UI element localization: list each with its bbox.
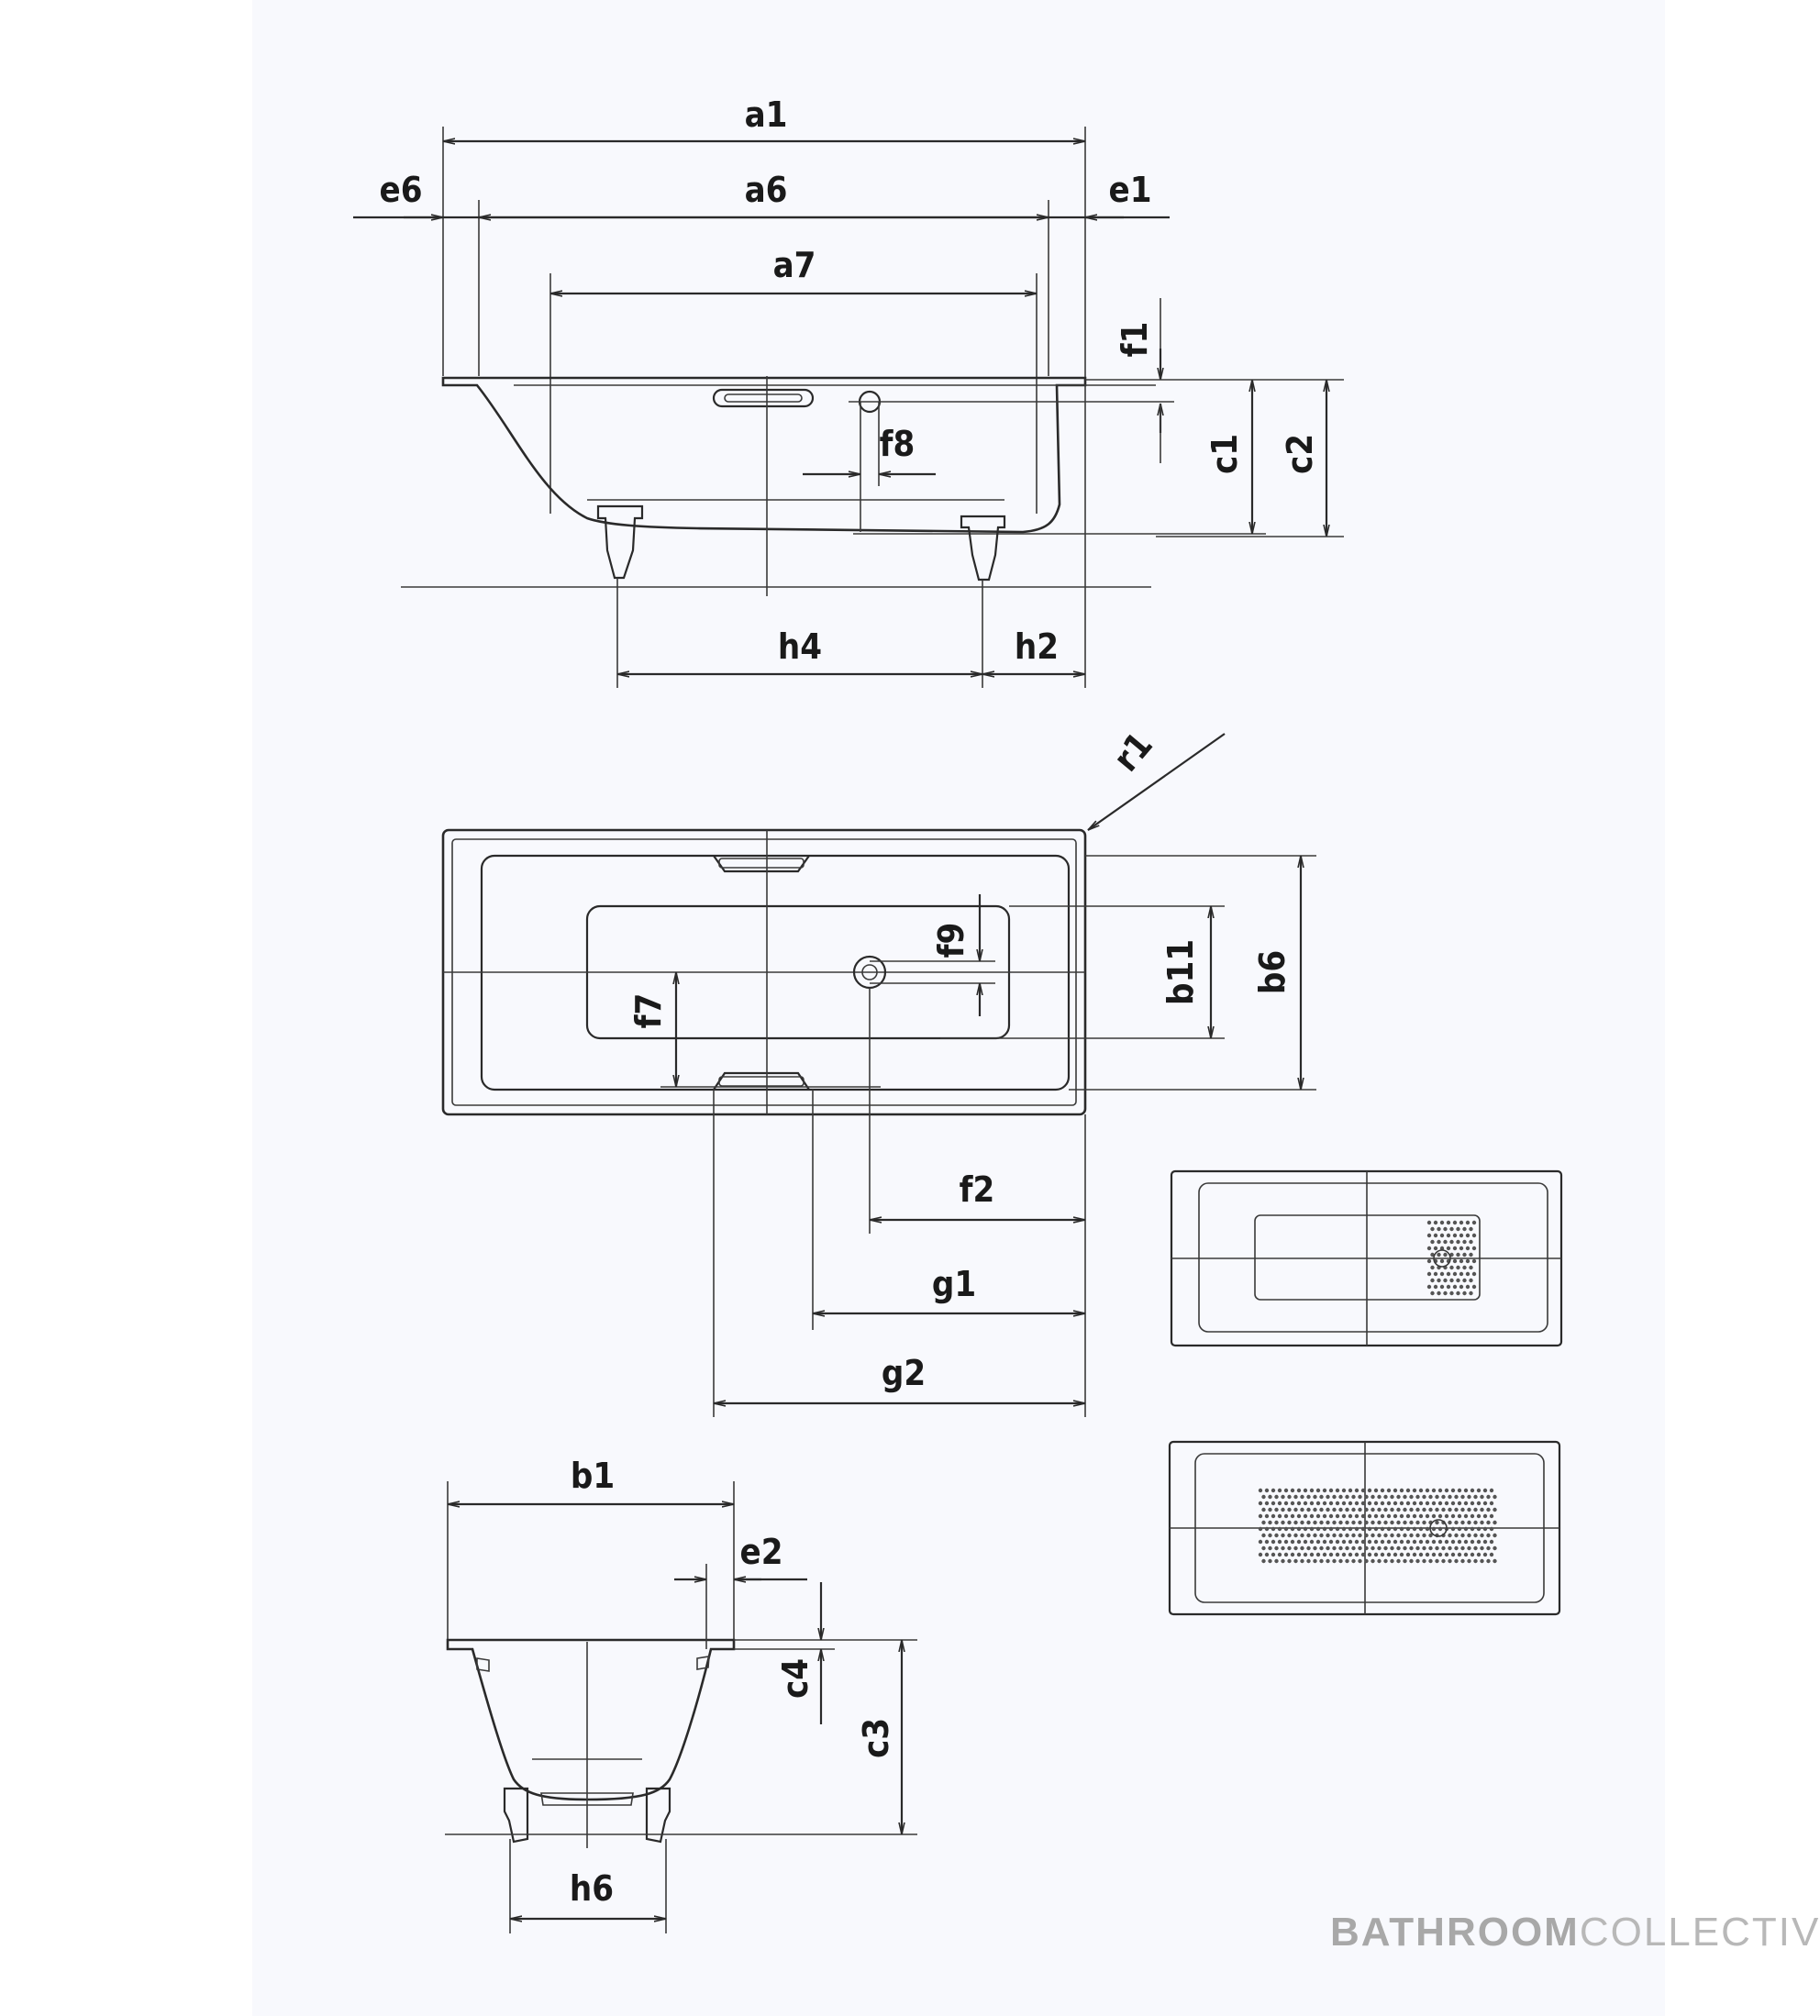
label-h2: h2 [1015,626,1059,667]
side-view: a1 e6 a6 e1 a7 f1 f8 c1 c2 h4 h2 [353,94,1344,688]
label-f1: f1 [1115,322,1155,358]
label-a1: a1 [745,94,788,135]
mat-variant-small [1170,1169,1563,1347]
brand-bold: BATHROOM [1330,1910,1580,1955]
drawing-panel [252,0,1665,2016]
top-view: r1 f9 f7 b11 b6 f2 g1 g2 [441,725,1316,1417]
label-a6: a6 [745,170,788,210]
label-e6: e6 [380,170,423,210]
label-g2: g2 [882,1353,926,1393]
label-e2: e2 [740,1532,783,1572]
label-a7: a7 [773,245,816,285]
brand-watermark: BATHROOMCOLLECTIVE [1330,1910,1820,1955]
label-b6: b6 [1252,950,1293,994]
label-r1: r1 [1105,725,1160,779]
label-h6: h6 [570,1868,614,1909]
label-e1: e1 [1109,170,1152,210]
end-view: b1 e2 c4 c3 h6 [445,1456,917,1933]
label-f9: f9 [931,923,971,958]
label-f7: f7 [628,993,669,1029]
label-b1: b1 [571,1456,615,1496]
label-f2: f2 [960,1169,995,1210]
label-f8: f8 [880,424,916,464]
label-c4: c4 [775,1658,816,1699]
label-c1: c1 [1204,434,1245,474]
brand-light: COLLECTIVE [1579,1910,1820,1955]
mat-variant-full [1168,1440,1561,1616]
label-h4: h4 [778,626,822,667]
label-b11: b11 [1160,939,1201,1005]
label-c2: c2 [1280,434,1320,474]
label-g1: g1 [932,1264,976,1304]
label-c3: c3 [856,1718,896,1758]
